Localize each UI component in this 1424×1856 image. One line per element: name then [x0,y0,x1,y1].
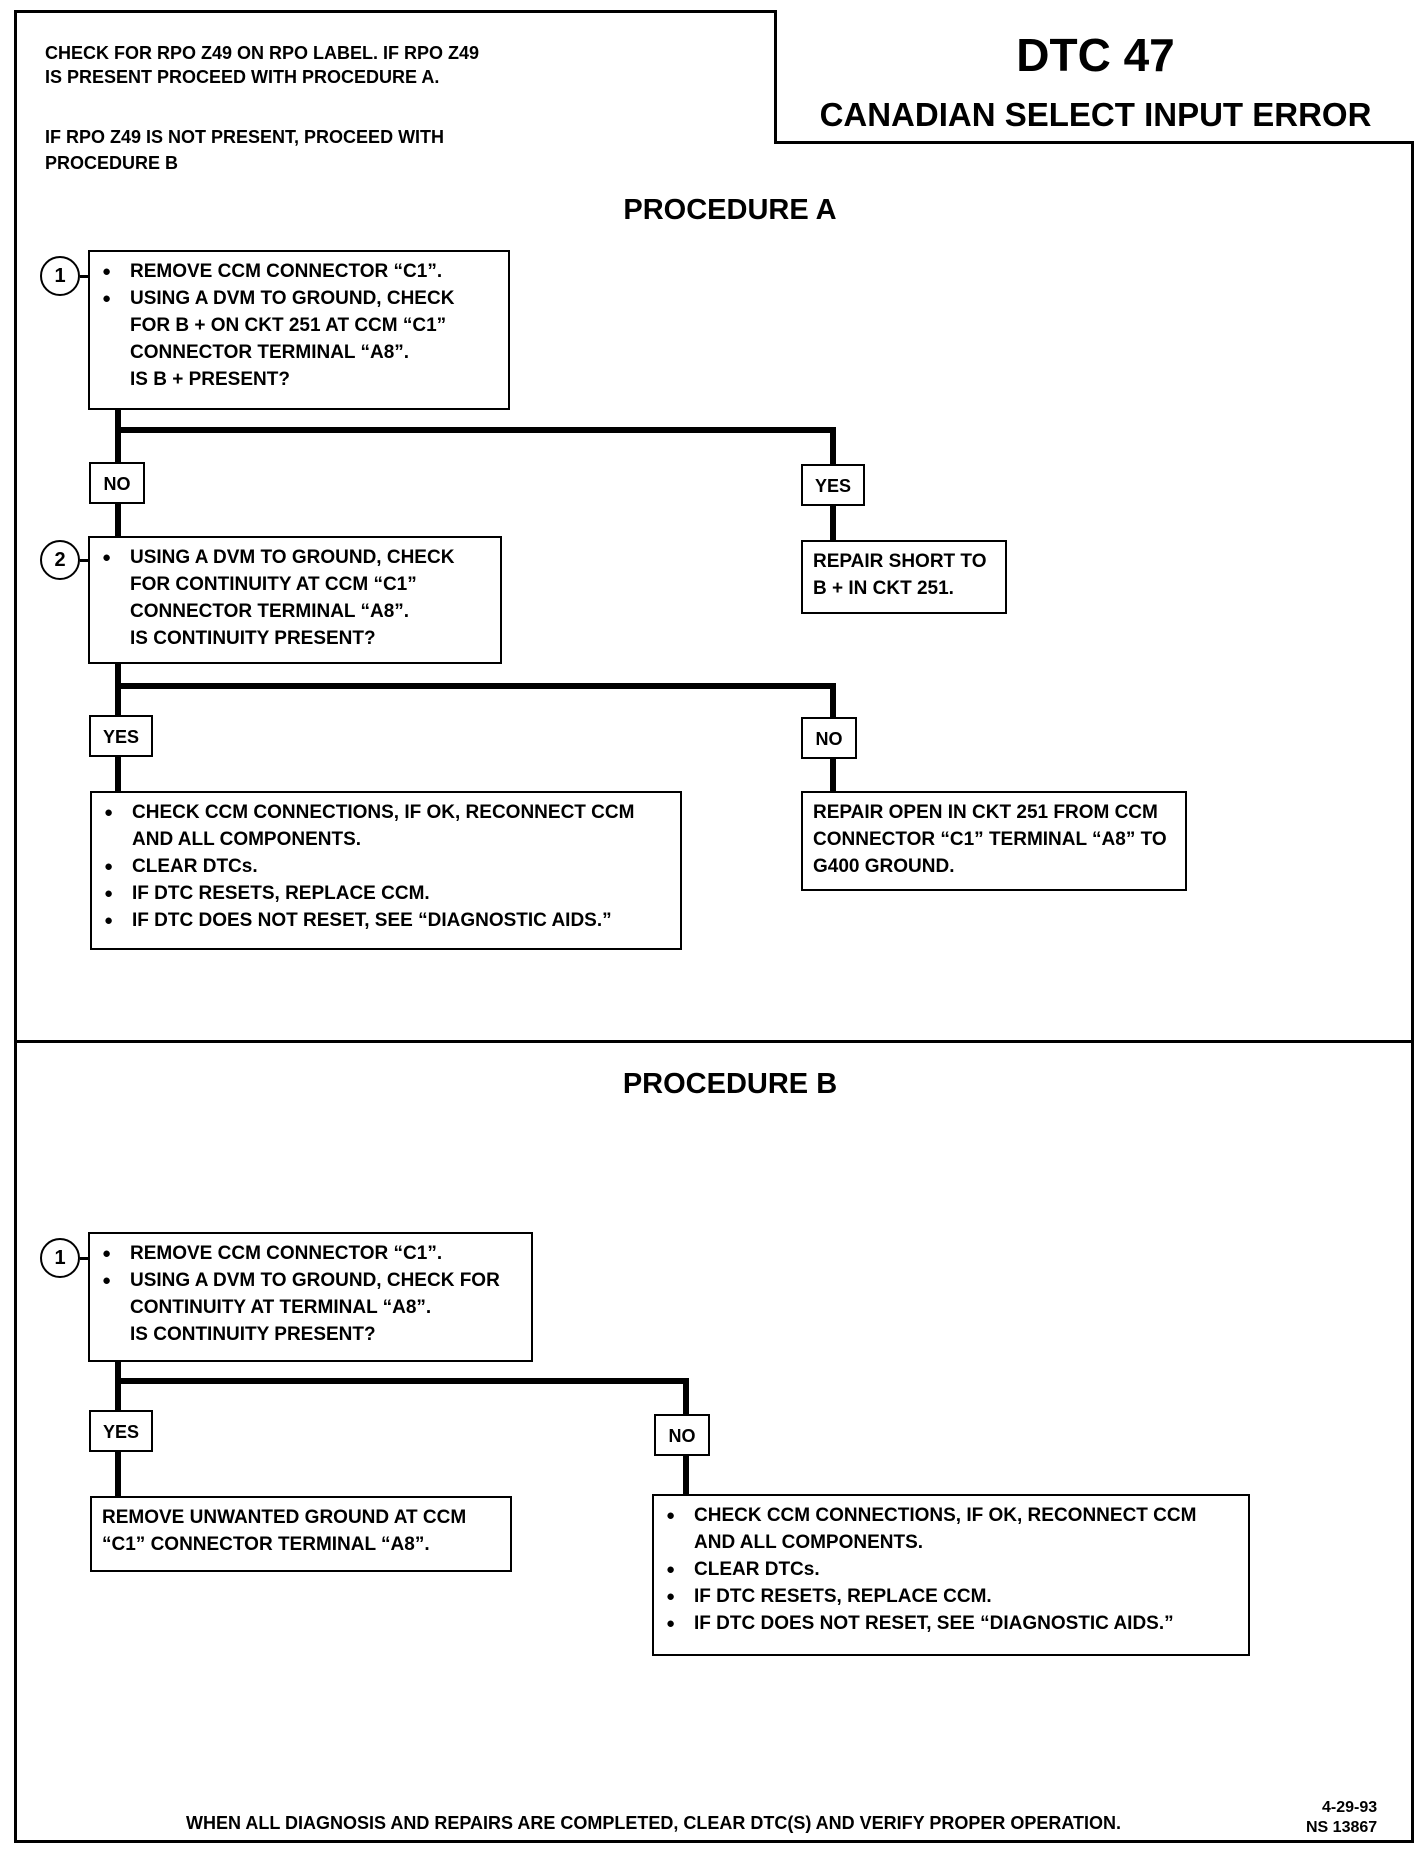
bullet: CLEAR DTCs. [664,1556,1238,1583]
procedure-b-step-1-box: REMOVE CCM CONNECTOR “C1”. USING A DVM T… [88,1232,533,1362]
bullet: USING A DVM TO GROUND, CHECK FOR B + ON … [100,285,498,366]
bullet: REMOVE CCM CONNECTOR “C1”. [100,1240,521,1267]
procedure-b-title: PROCEDURE B [622,1068,838,1100]
bullet: CLEAR DTCs. [102,853,670,880]
footer-date: 4-29-93 [1322,1799,1378,1816]
connector [80,1257,90,1260]
procedure-a-step-1-no-label: NO [89,462,145,504]
connector [115,683,836,689]
step-question: IS CONTINUITY PRESENT? [130,1324,376,1345]
procedure-a-step-1-box: REMOVE CCM CONNECTOR “C1”. USING A DVM T… [88,250,510,410]
procedure-a-yes-result-box: CHECK CCM CONNECTIONS, IF OK, RECONNECT … [90,791,682,950]
bullet: USING A DVM TO GROUND, CHECK FOR CONTINU… [100,544,490,625]
procedure-b-frame [14,1040,1414,1843]
dtc-title-box: DTC 47 CANADIAN SELECT INPUT ERROR [774,10,1414,144]
footer-note: WHEN ALL DIAGNOSIS AND REPAIRS ARE COMPL… [186,1813,1122,1833]
procedure-a-step-2-yes-label: YES [89,715,153,757]
bullet: CHECK CCM CONNECTIONS, IF OK, RECONNECT … [664,1502,1238,1556]
connector [80,275,90,278]
instructions-line-2: IS PRESENT PROCEED WITH PROCEDURE A. [45,67,440,87]
connector [115,427,836,433]
instructions-line-3: IF RPO Z49 IS NOT PRESENT, PROCEED WITH [45,127,445,147]
procedure-a-step-2-no-label: NO [801,717,857,759]
procedure-a-step-2-box: USING A DVM TO GROUND, CHECK FOR CONTINU… [88,536,502,664]
procedure-a-no-result-box: REPAIR OPEN IN CKT 251 FROM CCM CONNECTO… [801,791,1187,891]
bullet: IF DTC RESETS, REPLACE CCM. [102,880,670,907]
dtc-code: DTC 47 [1016,29,1175,81]
procedure-b-yes-result-box: REMOVE UNWANTED GROUND AT CCM “C1” CONNE… [90,1496,512,1572]
connector [115,1378,689,1384]
procedure-b-step-1-yes-label: YES [89,1410,153,1452]
bullet: IF DTC RESETS, REPLACE CCM. [664,1583,1238,1610]
bullet: IF DTC DOES NOT RESET, SEE “DIAGNOSTIC A… [664,1610,1238,1637]
instructions-line-1: CHECK FOR RPO Z49 ON RPO LABEL. IF RPO Z… [45,43,480,63]
step-question: IS CONTINUITY PRESENT? [130,628,376,649]
bullet: USING A DVM TO GROUND, CHECK FOR CONTINU… [100,1267,521,1321]
dtc-title: CANADIAN SELECT INPUT ERROR [819,96,1372,133]
step-number-2: 2 [40,540,80,580]
procedure-a-title: PROCEDURE A [623,194,837,226]
bullet: IF DTC DOES NOT RESET, SEE “DIAGNOSTIC A… [102,907,670,934]
step-question: IS B + PRESENT? [130,369,290,390]
procedure-b-step-1-no-label: NO [654,1414,710,1456]
instructions-line-4: PROCEDURE B [45,153,179,173]
connector [80,559,90,562]
bullet: REMOVE CCM CONNECTOR “C1”. [100,258,498,285]
procedure-a-step-1-yes-label: YES [801,464,865,506]
procedure-a-yes-action-box: REPAIR SHORT TO B + IN CKT 251. [801,540,1007,614]
step-number-1: 1 [40,256,80,296]
bullet: CHECK CCM CONNECTIONS, IF OK, RECONNECT … [102,799,670,853]
step-number-1: 1 [40,1238,80,1278]
footer-doc-number: NS 13867 [1306,1819,1378,1836]
procedure-b-no-result-box: CHECK CCM CONNECTIONS, IF OK, RECONNECT … [652,1494,1250,1656]
